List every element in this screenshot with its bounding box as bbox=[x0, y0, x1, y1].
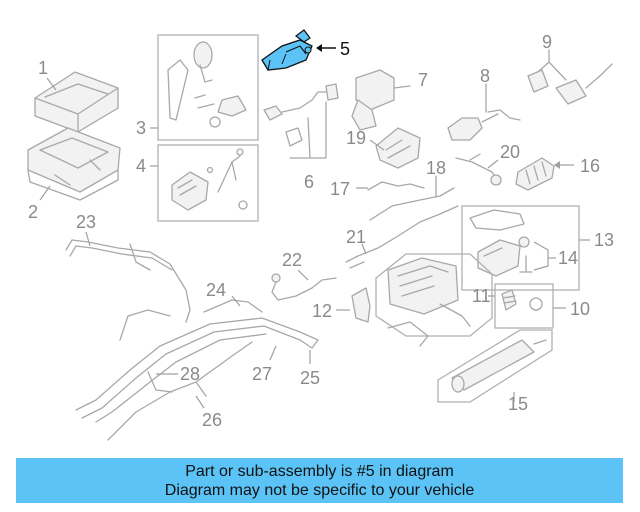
group-box-3 bbox=[157, 34, 259, 141]
callout-13: 13 bbox=[594, 230, 614, 250]
callout-10: 10 bbox=[570, 299, 590, 319]
part-15-cylinder bbox=[451, 339, 547, 393]
callout-25: 25 bbox=[300, 368, 320, 388]
part-13-valve-block bbox=[469, 209, 533, 277]
part-11-bump-stop bbox=[501, 289, 517, 311]
part-22-harness bbox=[271, 273, 337, 301]
callout-12: 12 bbox=[312, 301, 332, 321]
part-16-filter bbox=[515, 157, 555, 191]
callout-6: 6 bbox=[304, 172, 314, 192]
part-10-seal bbox=[529, 297, 543, 311]
callout-1: 1 bbox=[38, 58, 48, 78]
callout-28: 28 bbox=[180, 364, 200, 384]
callout-20: 20 bbox=[500, 142, 520, 162]
part-3-level-sensor bbox=[167, 41, 247, 128]
part-25-fitting bbox=[299, 339, 319, 349]
group-box-4 bbox=[157, 144, 259, 222]
part-9-sensor bbox=[527, 49, 613, 105]
callout-23: 23 bbox=[76, 212, 96, 232]
part-8-key bbox=[447, 83, 521, 141]
part-23-line bbox=[65, 239, 191, 323]
group-box-13 bbox=[461, 205, 580, 291]
banner-line-1: Part or sub-assembly is #5 in diagram bbox=[185, 462, 454, 480]
part-7-pump bbox=[351, 69, 411, 131]
part-20-valve bbox=[455, 153, 502, 186]
callout-2: 2 bbox=[28, 202, 38, 222]
callout-14: 14 bbox=[558, 248, 578, 268]
parts-diagram: 1 2 3 4 5 bbox=[27, 29, 614, 441]
part-line-bundle bbox=[75, 299, 319, 441]
banner-line-2: Diagram may not be specific to your vehi… bbox=[164, 481, 475, 499]
callout-8: 8 bbox=[480, 66, 490, 86]
info-banner: Part or sub-assembly is #5 in diagram Di… bbox=[16, 458, 623, 503]
part-2-bracket bbox=[27, 127, 121, 201]
callout-18: 18 bbox=[426, 158, 446, 178]
callout-3: 3 bbox=[136, 118, 146, 138]
callout-24: 24 bbox=[206, 280, 226, 300]
callout-17: 17 bbox=[330, 179, 350, 199]
callout-21: 21 bbox=[346, 227, 366, 247]
callout-26: 26 bbox=[202, 410, 222, 430]
part-19-bracket bbox=[375, 127, 421, 169]
group-outline-15 bbox=[437, 329, 553, 403]
callout-22: 22 bbox=[282, 250, 302, 270]
callout-15: 15 bbox=[508, 394, 528, 414]
part-6-harness bbox=[263, 83, 339, 159]
part-1-control-module bbox=[34, 71, 119, 133]
callout-11: 11 bbox=[472, 286, 491, 306]
callout-5: 5 bbox=[340, 39, 350, 59]
callout-27: 27 bbox=[252, 364, 272, 384]
part-5-sensor-highlighted bbox=[261, 29, 313, 71]
part-17-line bbox=[367, 181, 425, 191]
group-box-10-11 bbox=[494, 283, 554, 329]
callout-9: 9 bbox=[542, 32, 552, 52]
callout-19: 19 bbox=[346, 128, 366, 148]
callout-16: 16 bbox=[580, 156, 600, 176]
part-18-line bbox=[369, 175, 455, 221]
callout-7: 7 bbox=[418, 70, 428, 90]
part-12-bracket bbox=[351, 287, 371, 323]
group-outline-compressor bbox=[375, 253, 493, 337]
callout-4: 4 bbox=[136, 156, 146, 176]
part-4-actuator bbox=[171, 148, 248, 211]
part-compressor bbox=[387, 257, 471, 347]
part-21-line bbox=[345, 205, 459, 269]
